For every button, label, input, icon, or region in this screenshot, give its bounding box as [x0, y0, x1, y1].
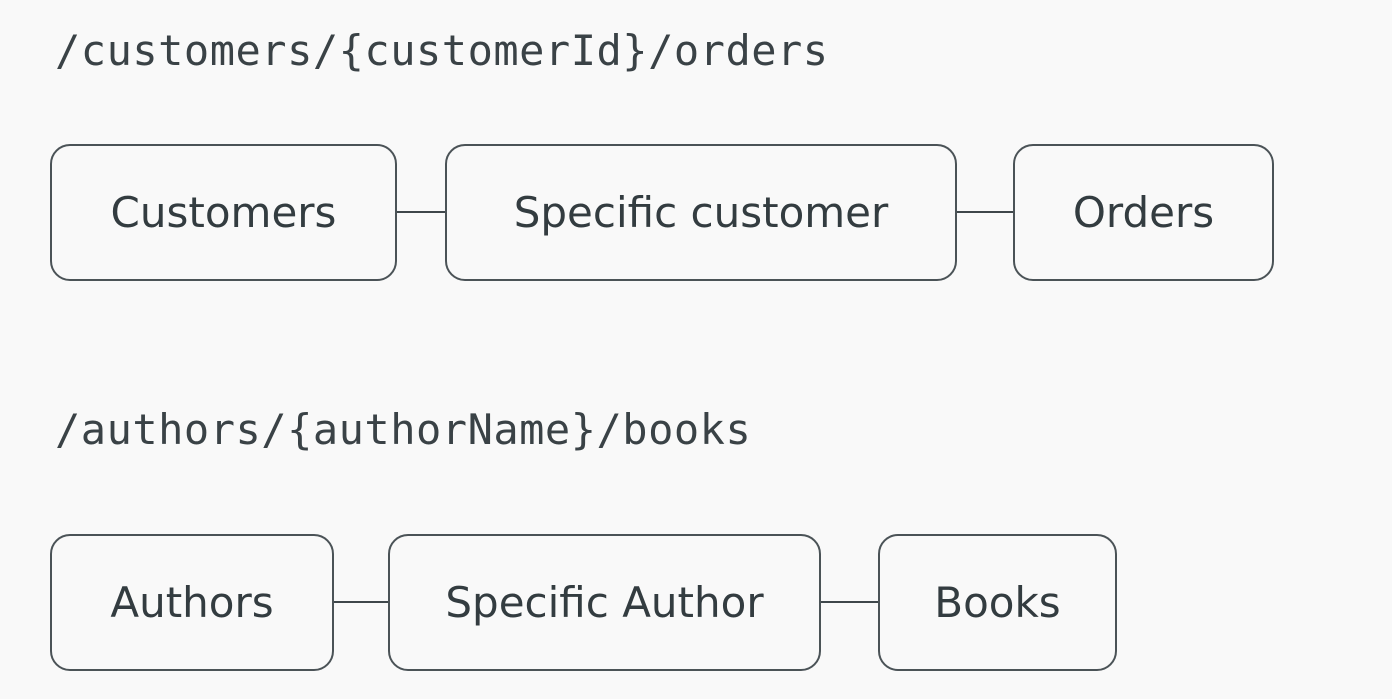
node-specific-customer: Specific customer: [445, 144, 957, 281]
node-authors: Authors: [50, 534, 334, 671]
node-customers: Customers: [50, 144, 397, 281]
connector-specific-to-books: [821, 601, 878, 603]
connector-customers-to-specific: [397, 211, 445, 213]
route-path-authors: /authors/{authorName}/books: [55, 405, 752, 454]
node-specific-author: Specific Author: [388, 534, 821, 671]
node-orders: Orders: [1013, 144, 1274, 281]
connector-specific-to-orders: [957, 211, 1013, 213]
connector-authors-to-specific: [334, 601, 388, 603]
route-path-customers: /customers/{customerId}/orders: [55, 26, 829, 75]
node-books: Books: [878, 534, 1117, 671]
